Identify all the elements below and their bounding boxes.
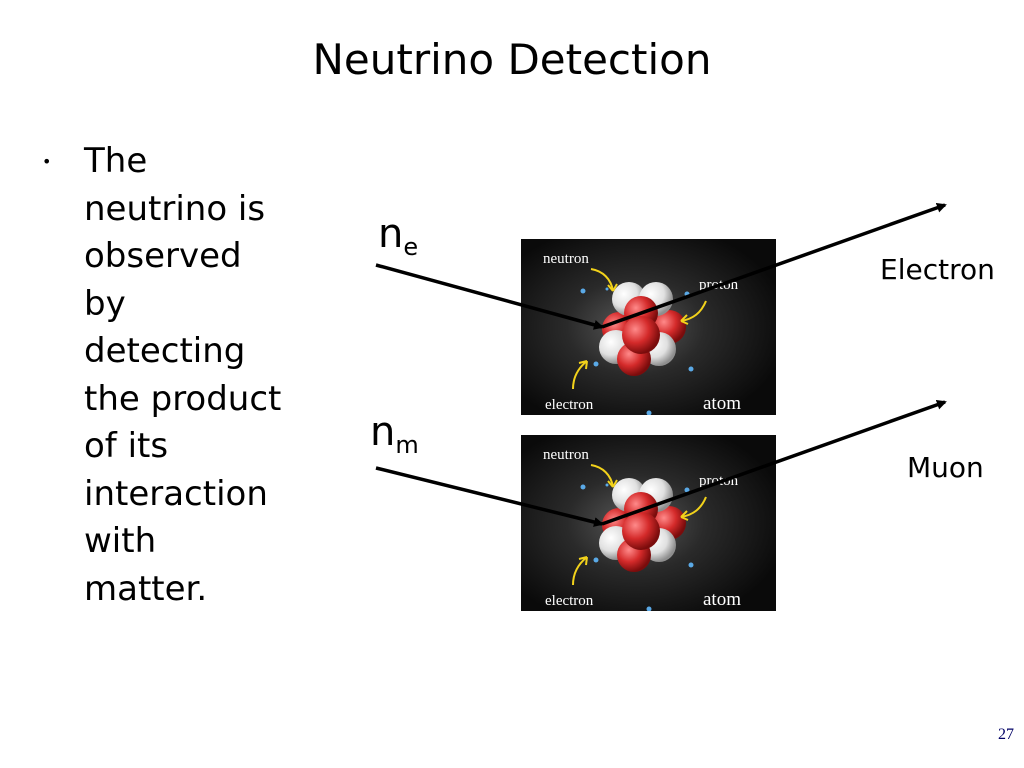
bullet-line: matter. bbox=[84, 568, 208, 609]
neutron-label: neutron bbox=[543, 447, 589, 463]
nu-e-label: ne bbox=[378, 211, 419, 261]
electron-image-label: electron bbox=[545, 593, 594, 609]
outgoing-electron-arrow bbox=[601, 202, 947, 329]
muon-label: Muon bbox=[907, 451, 984, 484]
bullet-line: The bbox=[84, 141, 148, 181]
atom-label: atom bbox=[703, 393, 741, 414]
atom-image-top: neutron proton electron atom bbox=[521, 239, 776, 415]
incoming-nu-m-arrow bbox=[375, 466, 604, 527]
slide-title: Neutrino Detection bbox=[312, 35, 712, 84]
atom-label: atom bbox=[703, 589, 741, 610]
electron-image-label: electron bbox=[545, 397, 594, 413]
bullet-text: The neutrino is observed by detecting th… bbox=[84, 138, 324, 613]
bullet-line: interaction bbox=[84, 473, 268, 514]
incoming-nu-e-arrow bbox=[375, 263, 604, 330]
bullet-line: detecting bbox=[84, 331, 246, 371]
bullet-line: the product bbox=[84, 378, 282, 419]
nu-m-label: nm bbox=[370, 409, 419, 459]
electron-label: Electron bbox=[880, 253, 995, 286]
slide-number: 27 bbox=[998, 726, 1014, 743]
bullet-line: neutrino is bbox=[84, 188, 266, 229]
outgoing-muon-arrow bbox=[601, 399, 947, 526]
bullet-line: with bbox=[84, 521, 157, 561]
neutron-label: neutron bbox=[543, 251, 589, 267]
atom-image-bottom: neutron proton electron atom bbox=[521, 435, 776, 611]
bullet-dot: • bbox=[42, 152, 52, 171]
atom-illustration: neutron proton electron atom bbox=[521, 435, 776, 611]
bullet-line: by bbox=[84, 283, 126, 324]
bullet-line: observed bbox=[84, 236, 242, 276]
bullet-line: of its bbox=[84, 426, 169, 466]
atom-illustration: neutron proton electron atom bbox=[521, 239, 776, 415]
